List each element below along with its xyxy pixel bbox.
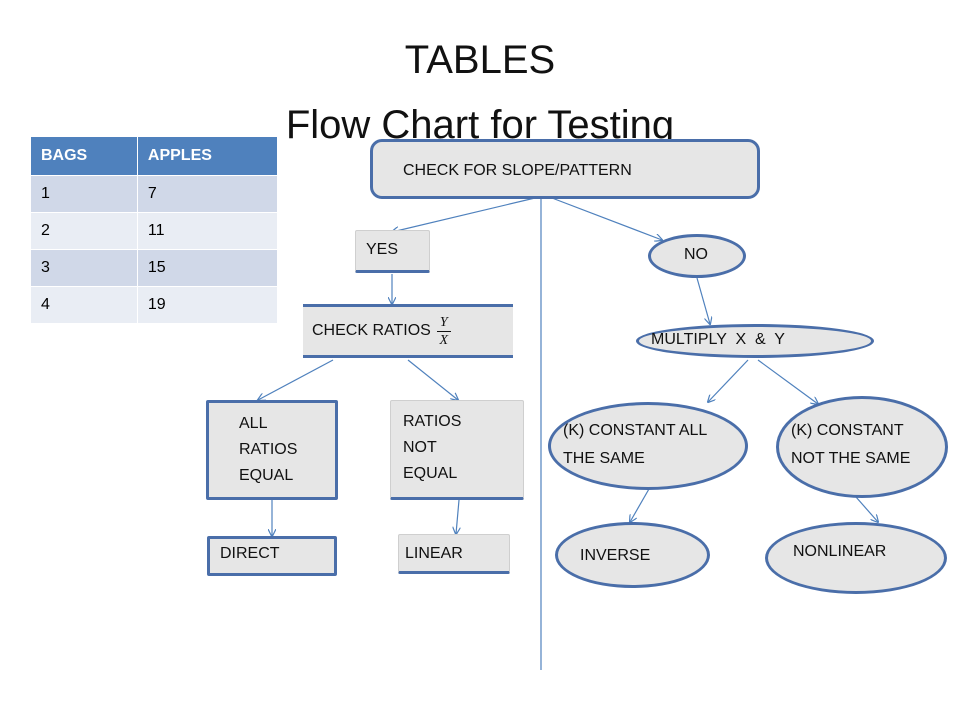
cell-bags: 3 bbox=[30, 249, 138, 287]
node-yes-label: YES bbox=[366, 241, 399, 258]
node-no-label: NO bbox=[684, 246, 708, 263]
cell-apples: 11 bbox=[136, 212, 279, 250]
node-ratios-not-line: NOT bbox=[403, 439, 437, 456]
arrow-no-multiply bbox=[696, 277, 710, 324]
node-inverse: INVERSE bbox=[555, 522, 710, 588]
node-no: NO bbox=[648, 234, 746, 278]
bags-apples-table: BAGS APPLES 1 7 2 11 3 15 4 19 bbox=[30, 136, 279, 324]
node-ratios-not-line: RATIOS bbox=[403, 413, 462, 430]
node-k-same-line: (K) CONSTANT ALL bbox=[563, 422, 708, 439]
arrow-slope-yes bbox=[392, 197, 536, 232]
fraction-numerator: Y bbox=[439, 314, 448, 330]
fraction-bar bbox=[436, 330, 451, 332]
node-nonlinear-label: NONLINEAR bbox=[793, 543, 887, 560]
arrow-ratios-not bbox=[407, 359, 458, 400]
arrow-ratios-all bbox=[258, 359, 334, 400]
ratio-fraction: Y X bbox=[436, 314, 451, 348]
node-k-same-line: THE SAME bbox=[563, 450, 645, 467]
node-k-constant-not-same: (K) CONSTANT NOT THE SAME bbox=[776, 396, 948, 498]
node-linear: LINEAR bbox=[398, 534, 510, 574]
node-ratios-not-equal: RATIOS NOT EQUAL bbox=[390, 400, 524, 500]
cell-bags: 2 bbox=[30, 212, 138, 250]
fraction-denominator: X bbox=[439, 332, 449, 348]
table-row: 3 15 bbox=[30, 249, 279, 287]
table-row: 4 19 bbox=[30, 286, 279, 324]
cell-apples: 19 bbox=[136, 286, 279, 324]
arrow-multiply-not bbox=[757, 359, 818, 404]
node-multiply: MULTIPLY X & Y bbox=[636, 324, 874, 358]
node-nonlinear: NONLINEAR bbox=[765, 522, 947, 594]
node-direct-label: DIRECT bbox=[220, 545, 280, 562]
table-row: 1 7 bbox=[30, 175, 279, 213]
title-line-1: TABLES bbox=[404, 38, 556, 82]
node-all-ratios-line: EQUAL bbox=[239, 467, 294, 484]
arrow-not-nonlinear bbox=[855, 496, 878, 522]
node-check-ratios-label: CHECK RATIOS bbox=[312, 322, 431, 339]
node-k-constant-same: (K) CONSTANT ALL THE SAME bbox=[548, 402, 748, 490]
node-ratios-not-line: EQUAL bbox=[403, 465, 458, 482]
node-k-not-line: NOT THE SAME bbox=[791, 450, 911, 467]
cell-apples: 15 bbox=[136, 249, 279, 287]
node-yes: YES bbox=[355, 230, 430, 273]
arrow-slope-no bbox=[551, 197, 662, 240]
node-all-ratios-equal: ALL RATIOS EQUAL bbox=[206, 400, 338, 500]
node-check-slope-label: CHECK FOR SLOPE/PATTERN bbox=[403, 162, 632, 179]
node-k-not-line: (K) CONSTANT bbox=[791, 422, 904, 439]
table-row: 2 11 bbox=[30, 212, 279, 250]
cell-bags: 1 bbox=[30, 175, 138, 213]
node-check-slope: CHECK FOR SLOPE/PATTERN bbox=[370, 139, 760, 199]
cell-apples: 7 bbox=[136, 175, 279, 213]
node-all-ratios-line: ALL bbox=[239, 415, 268, 432]
table-header-row: BAGS APPLES bbox=[30, 136, 279, 176]
cell-bags: 4 bbox=[30, 286, 138, 324]
node-multiply-label: MULTIPLY X & Y bbox=[651, 331, 785, 348]
header-bags: BAGS bbox=[30, 136, 138, 176]
arrow-not-linear bbox=[456, 499, 459, 534]
node-inverse-label: INVERSE bbox=[580, 547, 651, 564]
node-check-ratios: CHECK RATIOS Y X bbox=[303, 304, 513, 358]
node-all-ratios-line: RATIOS bbox=[239, 441, 298, 458]
node-linear-label: LINEAR bbox=[405, 545, 463, 562]
arrow-multiply-same bbox=[708, 359, 749, 402]
node-direct: DIRECT bbox=[207, 536, 337, 576]
header-apples: APPLES bbox=[136, 136, 279, 176]
